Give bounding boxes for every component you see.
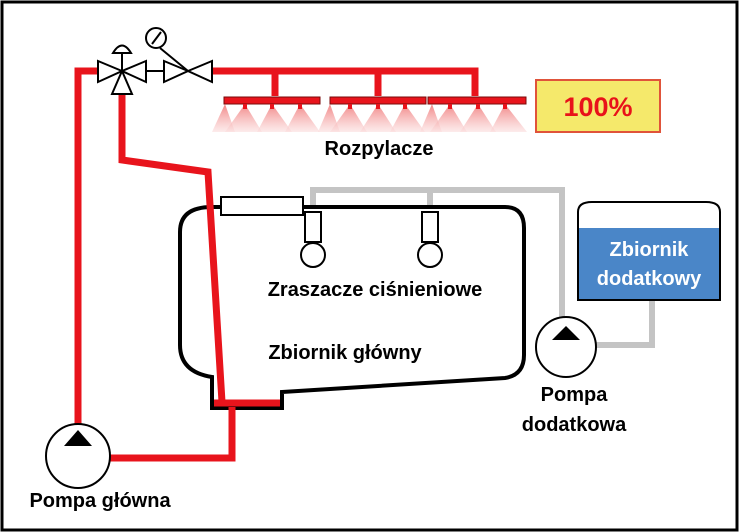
- spray-boom-3: [427, 96, 527, 105]
- pressure-gauge-icon: [145, 27, 167, 49]
- aux-tank-line: [597, 300, 655, 348]
- sprayers-label: Rozpylacze: [325, 138, 434, 160]
- pump-icon: [535, 316, 597, 378]
- main-pump-outlet-line: [110, 407, 236, 462]
- spray-supply-line: [213, 67, 479, 96]
- aux-tank-label-line2: dodatkowy: [597, 268, 702, 290]
- percent-box: [535, 79, 661, 133]
- pressure-sprayer-1: [300, 211, 326, 268]
- aux-pump-label-line1: Pompa: [541, 384, 609, 406]
- main-pump: [45, 423, 111, 489]
- two-way-valve-icon: [159, 47, 213, 84]
- main-tank-label: Zbiornik główny: [268, 342, 422, 364]
- return-to-tank-line: [118, 80, 226, 403]
- spray-boom-bars: [223, 96, 527, 105]
- aux-tank-label-line1: Zbiornik: [610, 239, 690, 261]
- main-tank: [178, 205, 526, 410]
- pressure-sprayer-2: [417, 211, 443, 268]
- valve-actuator-icon: [111, 44, 133, 54]
- spray-nozzle-icon: [243, 104, 507, 109]
- spray-boom-group: [212, 96, 527, 132]
- pump-icon: [45, 423, 111, 489]
- aux-tank-liquid: [579, 228, 719, 299]
- spray-boom-1: [223, 96, 321, 105]
- main-pump-label: Pompa główna: [29, 490, 171, 512]
- tank-inlet-pipe: [220, 196, 304, 216]
- spray-boom-2: [329, 96, 427, 105]
- percent-label: 100%: [563, 92, 632, 122]
- main-circuit: [74, 67, 479, 462]
- pressure-sprayers-label: Zraszacze ciśnieniowe: [268, 279, 483, 301]
- aux-pump: [535, 316, 597, 378]
- spray-fans: [212, 104, 527, 132]
- aux-pump-label-line2: dodatkowa: [522, 414, 627, 436]
- main-supply-line: [74, 67, 98, 432]
